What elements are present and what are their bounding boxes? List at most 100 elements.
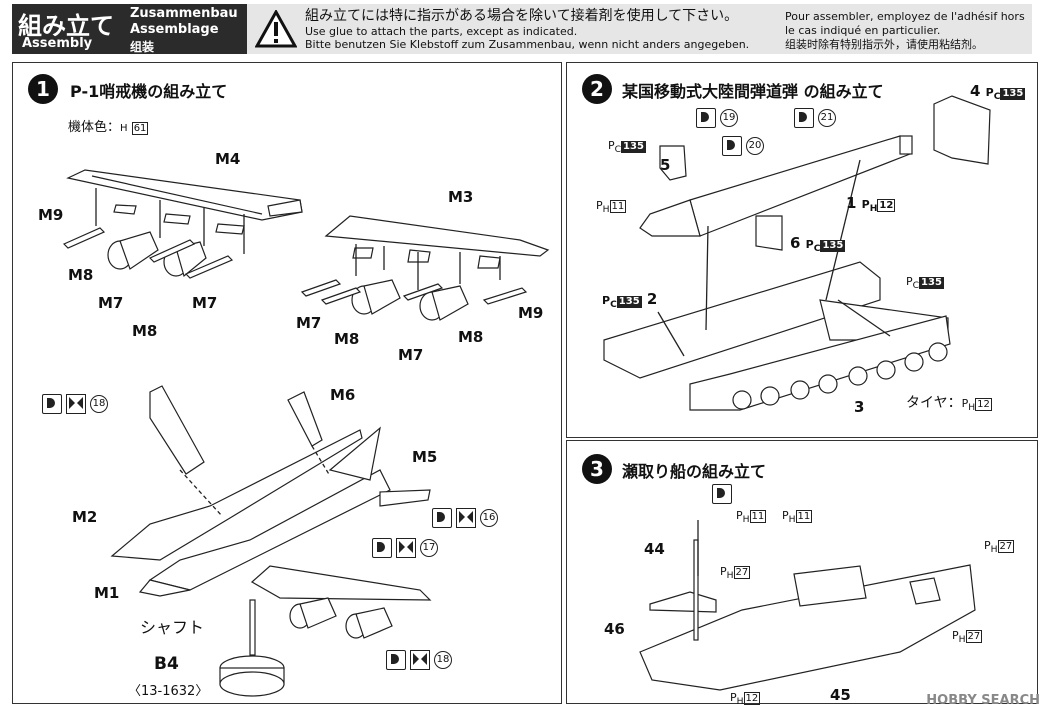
part-label-5: 5	[660, 156, 671, 174]
glue-notice: 組み立てには特に指示がある場合を除いて接着剤を使用して下さい。 Use glue…	[247, 4, 1032, 54]
part-number-2: 2	[646, 290, 658, 308]
warning-icon	[255, 10, 297, 48]
part-tree-pc-code: 135	[621, 141, 646, 153]
header-de-title: Zusammenbau	[130, 6, 238, 21]
header-title-block: 組み立て Assembly Zusammenbau Assemblage 组装	[12, 4, 247, 54]
decal-icon	[386, 650, 406, 670]
decal-number: 18	[434, 651, 452, 669]
wing-m3-drawing	[324, 215, 550, 269]
part-label-m8-right-b: M8	[458, 328, 484, 346]
glue-note-jp: 組み立てには特に指示がある場合を除いて接着剤を使用して下さい。	[305, 8, 739, 24]
part-label-m8-left-a: M8	[68, 266, 94, 284]
part-label-b4: B4	[154, 654, 179, 674]
part-label-44: 44	[644, 540, 665, 558]
part-tree-ph-code: 27	[997, 540, 1015, 553]
header-zh-title: 组装	[130, 40, 155, 54]
part-label-m4: M4	[215, 150, 241, 168]
decal-icon	[696, 108, 716, 128]
part-tree-pc-code: 135	[820, 240, 846, 252]
engine-m8-right-drawing	[351, 279, 469, 321]
part-tree-ph-code: 11	[749, 510, 767, 523]
decal-symbol-19: 19	[696, 108, 738, 128]
step2-title: 某国移動式大陸間弾道弾 の組み立て	[622, 82, 884, 101]
b4-code: 〈13-1632〉	[128, 684, 209, 699]
body-color-code: 61	[131, 122, 149, 135]
decal-number: 21	[818, 109, 836, 127]
part-tree-ph-code: 27	[733, 566, 751, 579]
tel-vehicle-drawing	[689, 315, 951, 411]
decal-number: 16	[480, 509, 498, 527]
header-en-title: Assembly	[22, 36, 93, 51]
decal-symbol-16: 16	[432, 508, 498, 528]
decal-icon	[372, 538, 392, 558]
decal-icon	[432, 508, 452, 528]
icbm-missile-drawing	[639, 95, 991, 237]
part-tree-ph-code: 12	[877, 199, 896, 212]
header-jp-title: 組み立て	[18, 12, 114, 40]
fuselage-drawing	[110, 385, 432, 639]
glue-note-de: Bitte benutzen Sie Klebstoff zum Zusamme…	[305, 38, 750, 51]
no-glue-icon	[396, 538, 416, 558]
part-tree-ph-code: 12	[743, 692, 761, 705]
part-label-m7-right-b: M7	[398, 346, 424, 364]
decal-symbol-18-a: 18	[42, 394, 108, 414]
decal-symbol-20: 20	[722, 136, 764, 156]
glue-note-fr-1: Pour assembler, employez de l'adhésif ho…	[785, 10, 1025, 23]
part-tree-pc-code: 135	[1000, 88, 1026, 100]
part-tree-ph-code: 11	[795, 510, 813, 523]
part-label-m8-left-b: M8	[132, 322, 158, 340]
assembly-arrows	[95, 159, 891, 576]
glue-note-fr-2: le cas indiqué en particulier.	[785, 24, 941, 37]
step1-number: 1	[28, 74, 58, 104]
step1-title: P-1哨戒機の組み立て	[70, 82, 228, 101]
no-glue-icon	[66, 394, 86, 414]
pylon-drawings	[113, 204, 245, 235]
engine-m8-left-drawing	[107, 231, 207, 278]
part-label-m9-right: M9	[518, 304, 544, 322]
body-color-label: 機体色：H 61	[68, 120, 149, 135]
part-label-m6: M6	[330, 386, 356, 404]
body-color-text: 機体色：	[68, 120, 121, 135]
stand-b4-drawing	[219, 599, 285, 697]
missile-m9-left-drawing	[62, 227, 234, 279]
part-label-m7-left-b: M7	[192, 294, 218, 312]
no-glue-icon	[410, 650, 430, 670]
decal-icon	[42, 394, 62, 414]
part-label-m2: M2	[72, 508, 98, 526]
step3-title: 瀬取り船の組み立て	[622, 462, 767, 481]
decal-symbol-18-b: 18	[386, 650, 452, 670]
tire-text: タイヤ：	[906, 395, 962, 411]
part-label-46: 46	[604, 620, 625, 638]
part-tree-pc-code: 135	[919, 277, 944, 289]
part-label-45: 45	[830, 686, 851, 704]
part-tree-ph-code: 12	[975, 398, 992, 411]
part-label-m9-left: M9	[38, 206, 64, 224]
part-label-m3: M3	[448, 188, 474, 206]
part-tree-ph-code: 27	[965, 630, 983, 643]
part-label-m1: M1	[94, 584, 120, 602]
decal-number: 20	[746, 137, 764, 155]
part-label-3: 3	[854, 398, 865, 416]
part-number-6: 6	[790, 234, 801, 252]
decal-icon	[794, 108, 814, 128]
decal-icon-ship	[712, 484, 732, 504]
decal-symbol-21: 21	[794, 108, 836, 128]
glue-note-zh: 组装时除有特别指示外，请使用粘结剂。	[785, 38, 983, 51]
missile-parts-drawing	[659, 145, 783, 251]
decal-icon	[722, 136, 742, 156]
part-number-4: 4	[970, 82, 981, 100]
step3-number: 3	[582, 454, 612, 484]
glue-note-en: Use glue to attach the parts, except as …	[305, 25, 578, 38]
